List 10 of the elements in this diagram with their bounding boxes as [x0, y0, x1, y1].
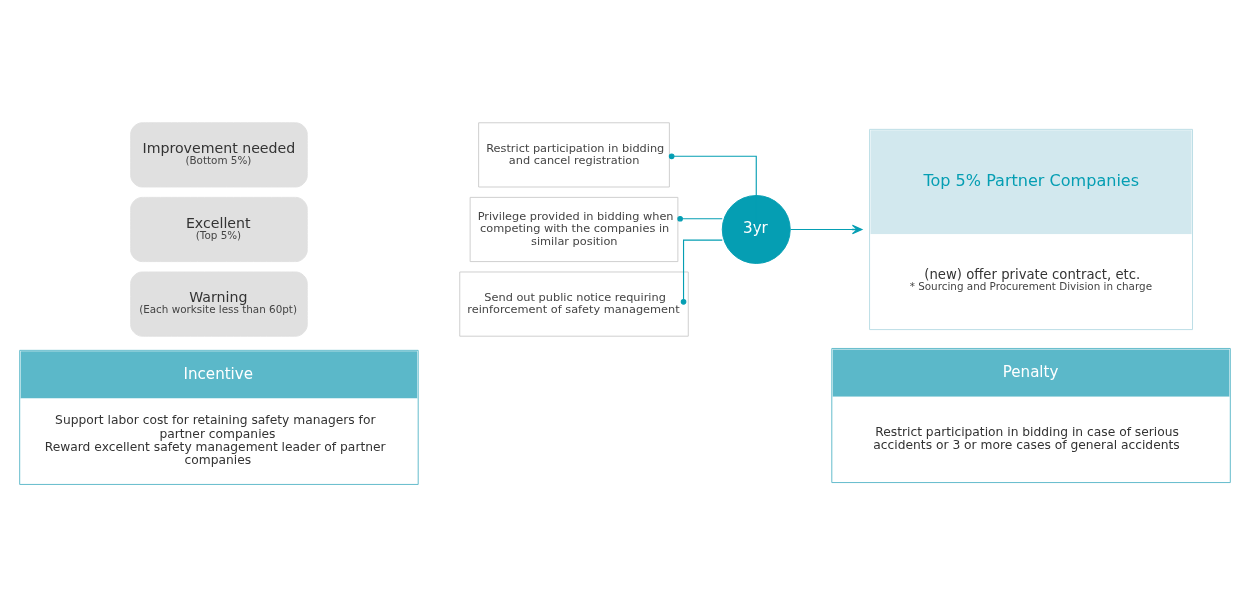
connector [677, 215, 723, 222]
node-circle: 3yr [721, 194, 791, 264]
node-box: Warning (Each worksite less than 60pt) [130, 271, 308, 337]
connector [680, 239, 723, 305]
node-box: Excellent (Top 5%) [130, 196, 308, 262]
node-box: Privilege provided in bidding when competing with the companies in similar position [469, 196, 679, 262]
arrow [789, 224, 863, 234]
connector [668, 152, 757, 230]
node-box: Restrict participation in bidding and cancel registration [478, 121, 670, 187]
node-box: Improvement needed (Bottom 5%) [130, 121, 308, 187]
